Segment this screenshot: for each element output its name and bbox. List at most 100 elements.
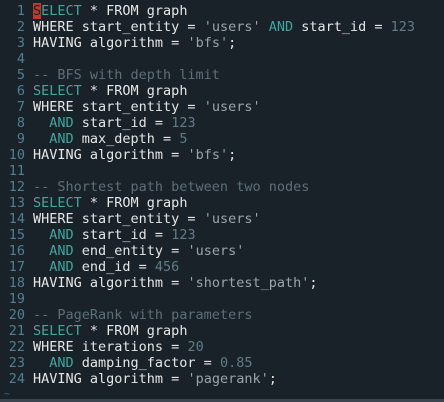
code-token: SELECT <box>33 323 82 339</box>
line-number: 6 <box>16 83 25 99</box>
code-token: * FROM graph <box>81 195 188 211</box>
line-code[interactable]: WHERE start_entity = 'users' <box>25 211 261 227</box>
code-token: -- PageRank with parameters <box>33 307 253 323</box>
line-code[interactable]: AND end_id = 456 <box>25 259 179 275</box>
line-number: 7 <box>16 99 25 115</box>
code-token: ELECT <box>41 3 82 19</box>
code-line[interactable]: 23 AND damping_factor = 0.85 <box>0 355 444 371</box>
code-token: SELECT <box>33 83 82 99</box>
line-code[interactable]: -- PageRank with parameters <box>25 307 252 323</box>
code-token: 456 <box>154 259 180 275</box>
code-line[interactable]: 19 <box>0 291 444 307</box>
code-line[interactable]: 11 <box>0 163 444 179</box>
line-number: 19 <box>8 291 25 307</box>
code-token: * FROM graph <box>81 323 188 339</box>
line-number: 14 <box>8 211 25 227</box>
line-code[interactable] <box>25 163 33 179</box>
code-line[interactable]: 17 AND end_id = 456 <box>0 259 444 275</box>
line-number: 12 <box>8 179 25 195</box>
line-code[interactable]: SELECT * FROM graph <box>25 3 187 19</box>
code-token: SELECT <box>33 195 82 211</box>
code-token: 'users' <box>203 211 261 227</box>
code-token: start_entity = <box>73 99 204 115</box>
line-number: 3 <box>16 35 25 51</box>
code-token: HAVING <box>33 275 82 291</box>
code-token: AND <box>33 243 74 259</box>
line-number: 9 <box>16 131 25 147</box>
code-token: 123 <box>390 19 416 35</box>
code-line[interactable]: 4 <box>0 51 444 67</box>
end-of-buffer-marker: ~ <box>4 389 11 400</box>
line-code[interactable]: WHERE iterations = 20 <box>25 339 204 355</box>
code-token: 0.85 <box>219 355 253 371</box>
code-token: 123 <box>171 115 196 131</box>
code-line[interactable]: 9 AND max_depth = 5 <box>0 131 444 147</box>
line-code[interactable]: AND start_id = 123 <box>25 115 196 131</box>
code-token: start_id = <box>73 227 172 243</box>
code-token: -- BFS with depth limit <box>33 67 220 83</box>
code-line[interactable]: 8 AND start_id = 123 <box>0 115 444 131</box>
line-code[interactable] <box>25 51 33 67</box>
code-token: ; <box>228 147 237 163</box>
line-code[interactable]: SELECT * FROM graph <box>25 195 187 211</box>
line-code[interactable]: AND end_entity = 'users' <box>25 243 244 259</box>
line-code[interactable] <box>25 291 33 307</box>
code-line[interactable]: 12-- Shortest path between two nodes <box>0 179 444 195</box>
text-cursor: S <box>33 3 42 19</box>
code-token: max_depth = <box>73 131 180 147</box>
line-code[interactable]: -- BFS with depth limit <box>25 67 220 83</box>
line-number: 17 <box>8 259 25 275</box>
line-code[interactable]: AND max_depth = 5 <box>25 131 187 147</box>
line-code[interactable]: HAVING algorithm = 'shortest_path'; <box>25 275 318 291</box>
line-number: 22 <box>8 339 25 355</box>
code-token: AND <box>260 19 294 35</box>
code-token: start_entity = <box>73 19 204 35</box>
line-number: 16 <box>8 243 25 259</box>
code-token: ; <box>228 35 237 51</box>
code-token: algorithm = <box>81 35 188 51</box>
code-line[interactable]: 15 AND start_id = 123 <box>0 227 444 243</box>
code-token: 'bfs' <box>187 35 229 51</box>
line-code[interactable]: HAVING algorithm = 'bfs'; <box>25 147 236 163</box>
status-bar <box>0 399 444 402</box>
line-number: 8 <box>16 115 25 131</box>
code-token: * FROM graph <box>81 83 188 99</box>
code-token: 20 <box>187 339 204 355</box>
line-code[interactable]: WHERE start_entity = 'users' <box>25 99 261 115</box>
code-line[interactable]: 20-- PageRank with parameters <box>0 307 444 323</box>
line-code[interactable]: HAVING algorithm = 'pagerank'; <box>25 371 277 387</box>
line-code[interactable]: SELECT * FROM graph <box>25 323 187 339</box>
code-line[interactable]: 5-- BFS with depth limit <box>0 67 444 83</box>
code-token: AND <box>33 227 74 243</box>
code-line[interactable]: 16 AND end_entity = 'users' <box>0 243 444 259</box>
code-token: WHERE <box>33 99 74 115</box>
line-code[interactable]: SELECT * FROM graph <box>25 83 187 99</box>
code-token: WHERE <box>33 211 74 227</box>
code-token: 'shortest_path' <box>187 275 310 291</box>
line-number: 23 <box>8 355 25 371</box>
line-code[interactable]: AND start_id = 123 <box>25 227 195 243</box>
line-code[interactable]: WHERE start_entity = 'users' AND start_i… <box>25 19 415 35</box>
line-number: 4 <box>16 51 25 67</box>
code-token: WHERE <box>33 19 74 35</box>
code-token: AND <box>33 355 74 371</box>
line-code[interactable]: -- Shortest path between two nodes <box>25 179 309 195</box>
code-token: HAVING <box>33 147 82 163</box>
line-code[interactable]: HAVING algorithm = 'bfs'; <box>25 35 236 51</box>
code-token: 'users' <box>203 19 261 35</box>
line-code[interactable]: AND damping_factor = 0.85 <box>25 355 252 371</box>
